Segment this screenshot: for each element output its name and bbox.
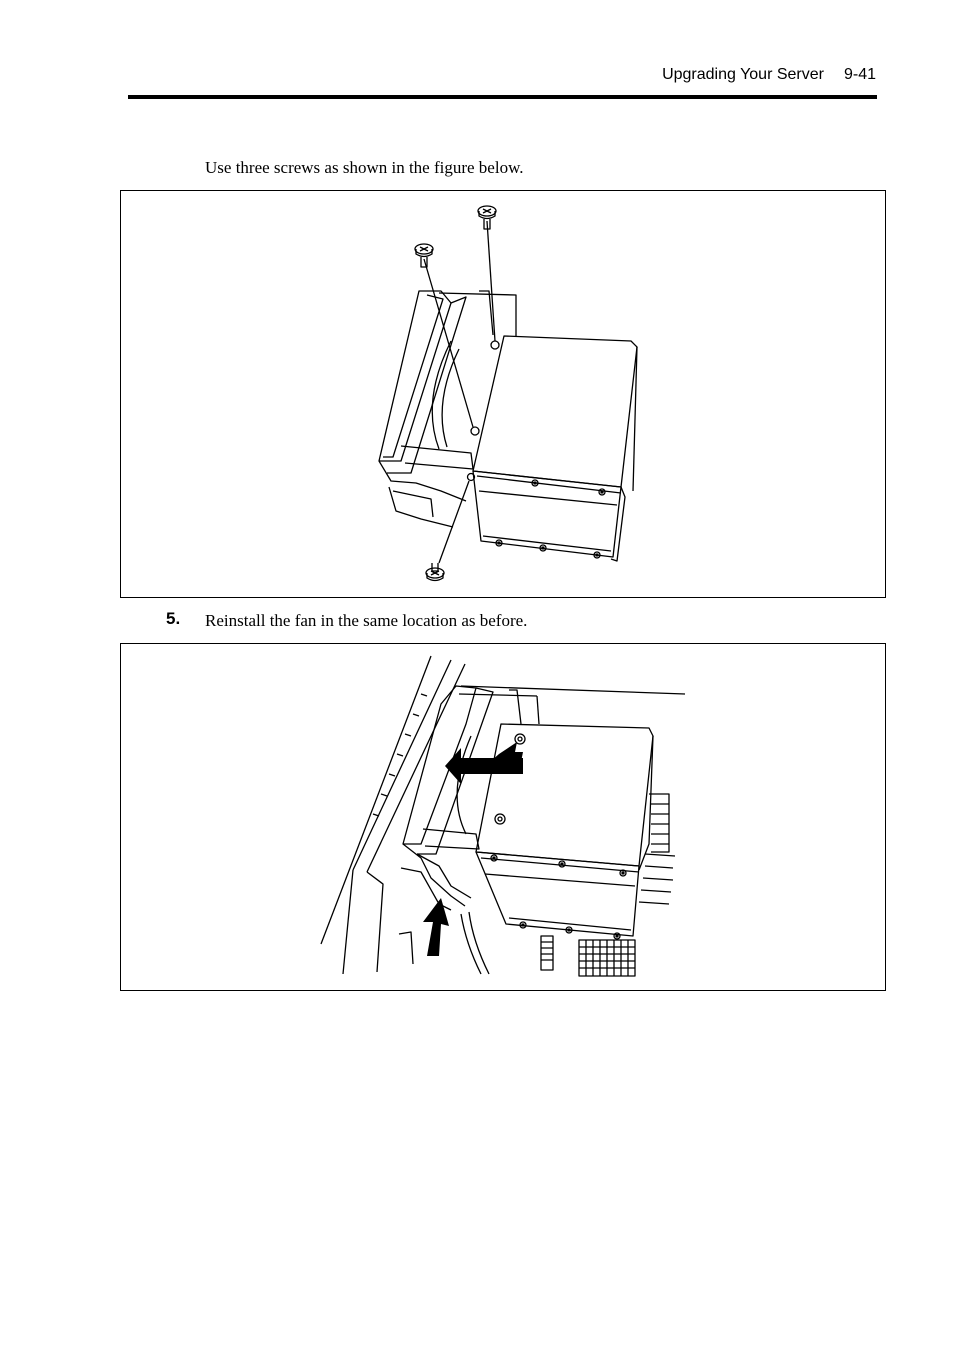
arrow-insert-icon bbox=[445, 748, 523, 784]
running-header: Upgrading Your Server 9-41 bbox=[662, 66, 876, 84]
step-5-text: Reinstall the fan in the same location a… bbox=[205, 611, 528, 630]
figure-fan-reinstall bbox=[120, 643, 886, 991]
page-number: 9-41 bbox=[843, 66, 876, 83]
arrow-up-icon bbox=[423, 898, 449, 956]
instruction-text: Use three screws as shown in the figure … bbox=[205, 158, 524, 177]
fan-reinstall-illustration bbox=[320, 655, 686, 977]
figure-screw-installation bbox=[120, 190, 886, 598]
header-rule bbox=[128, 95, 877, 99]
section-title: Upgrading Your Server bbox=[662, 66, 824, 83]
fan-screw-installation-illustration bbox=[378, 205, 638, 582]
step-5-number: 5. bbox=[166, 609, 181, 628]
